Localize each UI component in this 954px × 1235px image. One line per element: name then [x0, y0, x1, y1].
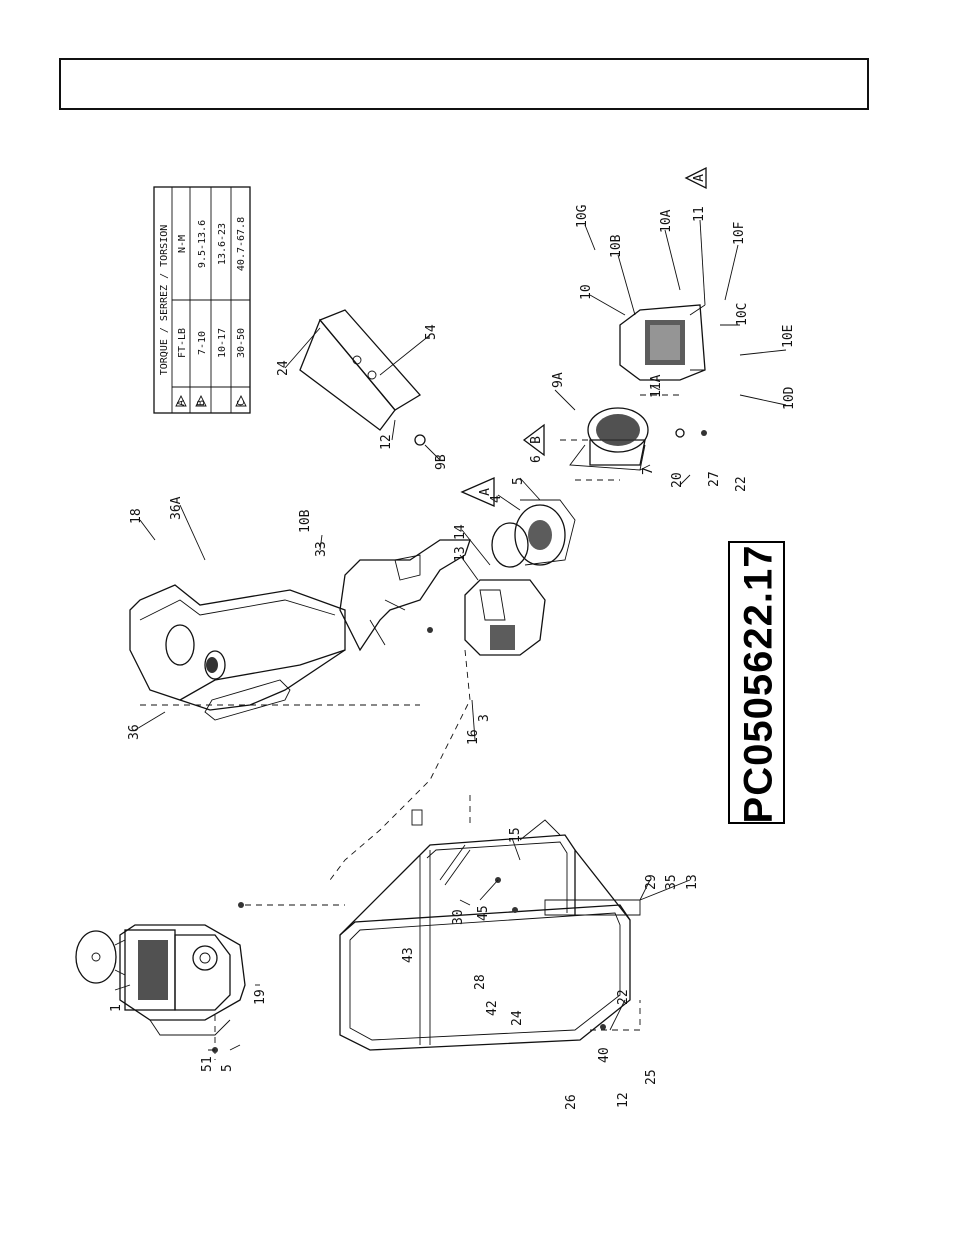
callout-10c: 10C — [735, 303, 750, 326]
warning-symbol-a-2: A — [692, 174, 707, 182]
callout-45: 45 — [476, 905, 491, 921]
warning-triangle-a-2: A — [684, 166, 707, 190]
callout-28: 28 — [473, 974, 488, 990]
callout-11: 11 — [692, 206, 707, 222]
callout-43: 43 — [401, 947, 416, 963]
callout-10: 10 — [579, 284, 594, 300]
callout-26: 26 — [564, 1094, 579, 1110]
callout-42: 42 — [485, 1000, 500, 1016]
callout-7: 7 — [641, 467, 656, 475]
callout-12-bracket: 12 — [379, 434, 394, 450]
hardware-dot — [701, 430, 707, 436]
hardware-dot — [675, 428, 685, 438]
callout-4: 4 — [489, 495, 504, 503]
generator-end — [464, 407, 649, 656]
torque-table-col-nm: N-M — [177, 235, 188, 253]
callout-36a: 36A — [169, 496, 184, 520]
hardware-dot — [411, 809, 423, 826]
callout-1: 1 — [109, 1004, 124, 1012]
engine-assembly — [75, 924, 246, 1036]
callout-22-right: 22 — [734, 476, 749, 492]
end-bell-assembly — [619, 304, 706, 381]
callout-9a: 9A — [551, 372, 566, 388]
callout-29: 29 — [644, 874, 659, 890]
callout-14: 14 — [453, 524, 468, 540]
callout-13-top: 13 — [453, 546, 468, 562]
callout-33: 33 — [314, 541, 329, 557]
callout-16: 16 — [466, 729, 481, 745]
torque-table-col-ftlb: FT-LB — [177, 328, 188, 358]
callout-10b: 10B — [609, 234, 624, 258]
torque-row-a-symbol: A — [176, 400, 187, 406]
torque-row-c-symbol: C — [236, 400, 247, 406]
callout-40: 40 — [597, 1047, 612, 1063]
torque-row-c-nm: 40.7-67.8 — [236, 217, 247, 271]
torque-row-c: C 30-50 40.7-67.8 — [235, 217, 247, 407]
header-box — [59, 58, 869, 110]
callout-10g: 10G — [575, 204, 590, 228]
callout-5-top: 5 — [511, 477, 526, 485]
callout-11a: 11A — [649, 374, 664, 398]
callout-10a: 10A — [659, 209, 674, 233]
torque-row-b-ftlb: 10-17 — [217, 328, 228, 358]
bracket — [299, 309, 426, 446]
torque-row-a-ftlb: 7-10 — [197, 331, 208, 355]
torque-row-b: B 10-17 13.6-23 — [195, 223, 228, 407]
hardware-dot — [600, 1024, 606, 1030]
control-cover — [129, 584, 346, 721]
callout-leaders — [114, 219, 787, 1051]
torque-table: TORQUE / SERREZ / TORSION FT-LB N-M A 7-… — [153, 186, 251, 414]
muffler-shield — [339, 539, 471, 652]
callout-54: 54 — [424, 324, 439, 340]
callout-24: 24 — [510, 1010, 525, 1026]
part-number-box: PC0505622.17 — [728, 541, 785, 824]
leader-line — [329, 649, 471, 881]
callout-51: 51 — [200, 1056, 215, 1072]
frame — [339, 819, 641, 1051]
callout-6: 6 — [529, 455, 544, 463]
leader-line — [214, 904, 345, 1060]
hardware-dot — [427, 627, 433, 633]
torque-row-b-symbol: B — [196, 400, 207, 406]
callout-30: 30 — [451, 909, 466, 925]
hardware-dot — [512, 907, 518, 913]
callout-15: 15 — [508, 827, 523, 843]
callout-5: 5 — [220, 1064, 235, 1072]
hardware-dot — [238, 902, 244, 908]
torque-row-a-nm: 9.5-13.6 — [197, 220, 208, 268]
torque-table-title: TORQUE / SERREZ / TORSION — [159, 225, 170, 376]
callout-13: 13 — [685, 874, 700, 890]
callout-labels: 1 51 5 19 43 28 42 24 30 45 15 29 35 13 … — [109, 204, 797, 1110]
callout-10d: 10D — [782, 386, 797, 410]
warning-symbol-b: B — [529, 436, 544, 444]
warning-triangle-b-1: B — [522, 423, 545, 457]
callout-25: 25 — [644, 1069, 659, 1085]
callout-10f: 10F — [732, 221, 747, 245]
torque-row-b-nm: 13.6-23 — [217, 223, 228, 265]
callout-10e: 10E — [781, 325, 796, 348]
part-number: PC0505622.17 — [736, 544, 780, 824]
callout-19: 19 — [253, 989, 268, 1005]
callout-3: 3 — [477, 714, 492, 722]
callout-27: 27 — [707, 471, 722, 487]
torque-row-c-ftlb: 30-50 — [236, 328, 247, 358]
callout-20: 20 — [670, 472, 685, 488]
callout-22: 22 — [616, 989, 631, 1005]
callout-24-bracket: 24 — [276, 360, 291, 376]
warning-triangle-a-1: A — [460, 477, 495, 507]
callout-10b-left: 10B — [298, 509, 313, 533]
leader-line — [590, 1000, 641, 1031]
callout-12: 12 — [616, 1092, 631, 1108]
warning-symbol-a: A — [478, 488, 493, 496]
torque-row-a: A 7-10 9.5-13.6 — [175, 220, 208, 407]
